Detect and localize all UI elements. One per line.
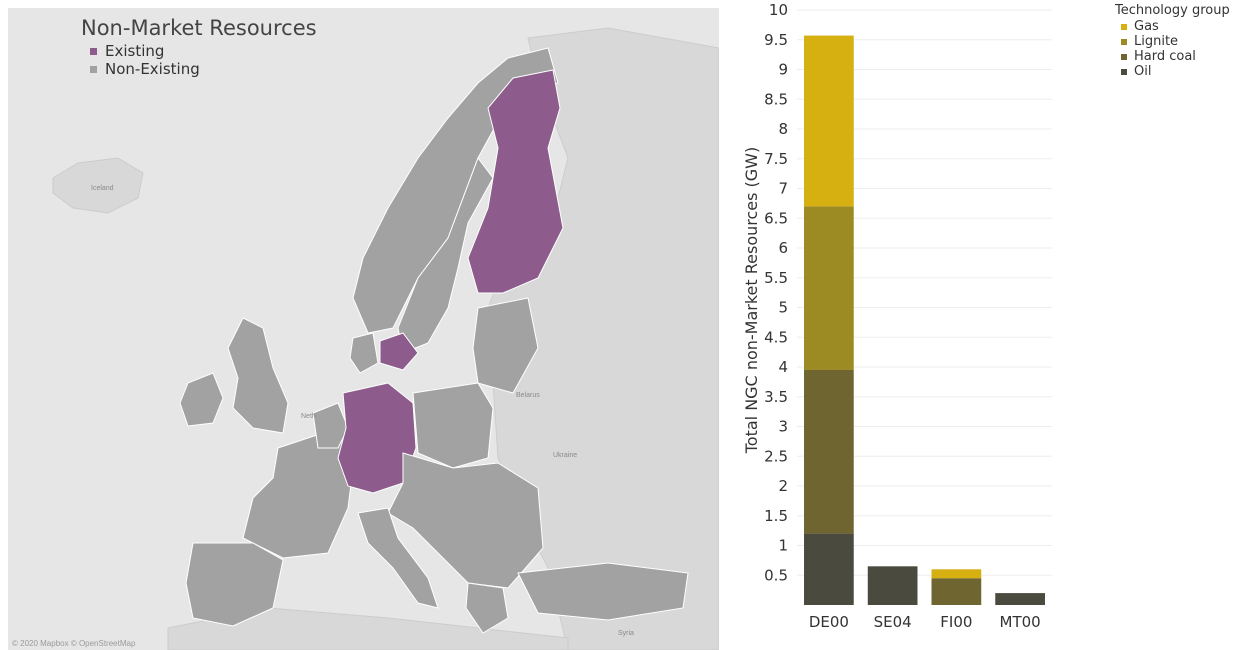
y-tick-label: 6.5 (764, 209, 788, 227)
map-attribution[interactable]: © 2020 Mapbox © OpenStreetMap (12, 639, 136, 648)
y-tick-label: 5 (778, 299, 788, 317)
legend-label-lignite: Lignite (1134, 34, 1179, 49)
y-tick-label: 0.5 (764, 566, 788, 584)
legend-label-gas: Gas (1134, 19, 1159, 34)
bar-segment[interactable] (804, 369, 854, 534)
country-italy[interactable] (357, 507, 439, 609)
y-tick-label: 7 (778, 180, 788, 198)
bar-segment[interactable] (995, 593, 1045, 605)
bar-segment[interactable] (867, 566, 918, 605)
country-norway[interactable] (352, 47, 559, 334)
legend-item-gas[interactable]: Gas (1115, 19, 1230, 34)
bar-segment[interactable] (931, 578, 982, 605)
country-germany[interactable] (337, 382, 417, 494)
y-tick-label: 6 (778, 239, 788, 257)
legend-item-existing[interactable]: Existing (90, 42, 200, 60)
legend-item-oil[interactable]: Oil (1115, 64, 1230, 79)
europe-map[interactable]: Non-Market Resources Existing Non-Existi… (8, 8, 719, 650)
technology-legend: Technology group Gas Lignite Hard coal O… (1115, 3, 1230, 79)
legend-item-hard-coal[interactable]: Hard coal (1115, 49, 1230, 64)
country-finland[interactable] (467, 69, 564, 294)
country-se04[interactable] (379, 332, 419, 371)
country-poland[interactable] (412, 382, 494, 469)
bar-segment[interactable] (804, 206, 854, 370)
y-tick-label: 8.5 (764, 90, 788, 108)
country-ireland[interactable] (179, 372, 224, 427)
legend-item-non-existing[interactable]: Non-Existing (90, 60, 200, 78)
x-tick-label: DE00 (809, 613, 849, 631)
north-africa-shape (167, 607, 569, 650)
x-tick-label: MT00 (1000, 613, 1041, 631)
existing-swatch (90, 47, 97, 55)
non-existing-swatch (90, 65, 97, 73)
x-tick-label: SE04 (874, 613, 912, 631)
country-baltics[interactable] (472, 297, 539, 394)
y-tick-label: 9.5 (764, 31, 788, 49)
legend-label-hard-coal: Hard coal (1134, 49, 1196, 64)
legend-label-existing: Existing (105, 42, 165, 60)
hard-coal-swatch (1121, 53, 1127, 60)
label-neth: Neth (301, 413, 316, 420)
label-belarus: Belarus (516, 392, 540, 399)
y-tick-label: 8 (778, 120, 788, 138)
map-legend: Existing Non-Existing (90, 42, 200, 78)
legend-item-lignite[interactable]: Lignite (1115, 34, 1230, 49)
y-tick-label: 9 (778, 61, 788, 79)
map-title: Non-Market Resources (81, 16, 317, 40)
iceland-shape (52, 157, 144, 214)
technology-legend-title: Technology group (1115, 3, 1230, 18)
label-ukraine: Ukraine (553, 452, 578, 459)
map-svg (52, 27, 719, 650)
label-iceland: Iceland (91, 185, 114, 192)
oil-swatch (1121, 68, 1127, 75)
country-iberia[interactable] (185, 542, 284, 627)
bar-segment[interactable] (804, 35, 854, 207)
y-tick-label: 2 (778, 477, 788, 495)
y-tick-label: 2.5 (764, 447, 788, 465)
gas-swatch (1121, 23, 1127, 30)
y-tick-label: 3.5 (764, 388, 788, 406)
label-syria: Syria (618, 630, 634, 637)
y-tick-label: 5.5 (764, 269, 788, 287)
y-tick-label: 7.5 (764, 150, 788, 168)
y-tick-label: 3 (778, 418, 788, 436)
country-greece[interactable] (465, 582, 509, 634)
lignite-swatch (1121, 38, 1127, 45)
country-denmark[interactable] (349, 332, 379, 374)
x-tick-label: FI00 (940, 613, 972, 631)
bar-segment[interactable] (804, 533, 854, 605)
country-uk[interactable] (227, 317, 289, 434)
bar-chart-panel: 0.5 1 1.5 2 2.5 3 3.5 4 4.5 5 5.5 6 6.5 7 7.5 8 8.5 9 9.5 1… (722, 0, 1255, 650)
legend-label-non-existing: Non-Existing (105, 60, 200, 78)
legend-label-oil: Oil (1134, 64, 1152, 79)
bar-chart: 0.5 1 1.5 2 2.5 3 3.5 4 4.5 5 5.5 6 6.5 7 7.5 8 8.5 9 9.5 1… (764, 1, 1052, 631)
country-sweden[interactable] (397, 156, 494, 354)
y-tick-label: 4.5 (764, 328, 788, 346)
y-tick-label: 4 (778, 358, 788, 376)
y-tick-label: 1 (778, 537, 788, 555)
y-axis-label: Total NGC non-Market Resources (GW) (742, 146, 761, 454)
y-tick-label: 1.5 (764, 507, 788, 525)
country-turkey[interactable] (517, 562, 689, 621)
y-tick-label: 10 (769, 1, 788, 19)
bar-segment[interactable] (931, 569, 982, 579)
